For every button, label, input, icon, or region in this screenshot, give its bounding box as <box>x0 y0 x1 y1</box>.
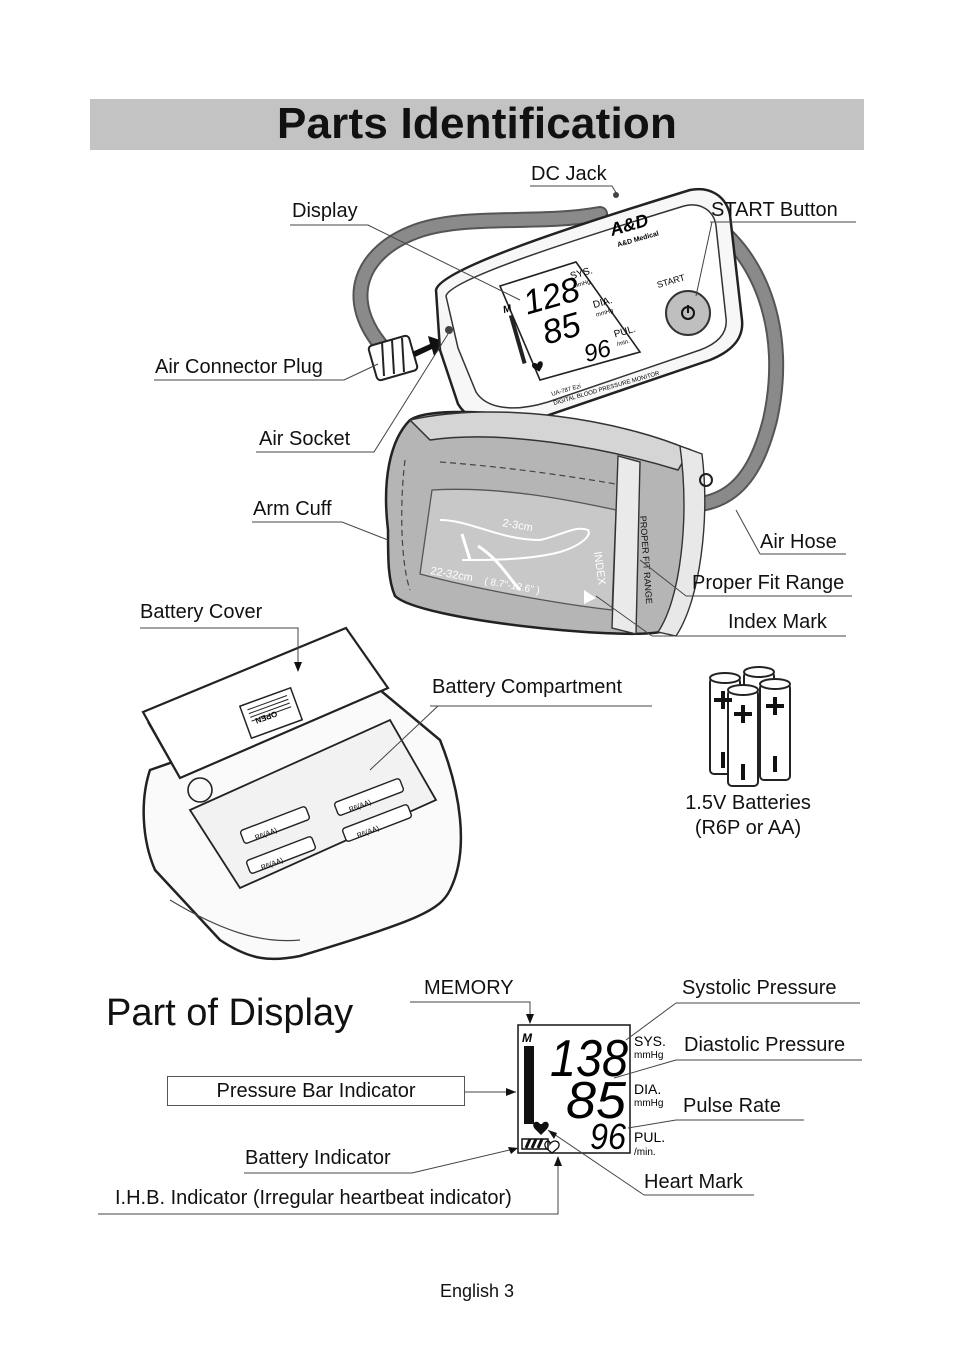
label-ihb-indicator: I.H.B. Indicator (Irregular heartbeat in… <box>115 1187 512 1209</box>
label-heart-mark: Heart Mark <box>644 1171 743 1193</box>
aa-batteries <box>709 666 791 787</box>
label-dc-jack: DC Jack <box>531 163 607 185</box>
label-battery-cover: Battery Cover <box>140 601 263 623</box>
label-air-hose: Air Hose <box>760 531 837 553</box>
label-index-mark: Index Mark <box>728 611 827 633</box>
label-battery-compartment: Battery Compartment <box>432 676 623 698</box>
label-display: Display <box>292 200 358 222</box>
lcd-memory-mark: M <box>522 1031 533 1045</box>
lcd-sys-label: SYS. <box>634 1033 666 1049</box>
arm-cuff <box>384 410 706 637</box>
label-air-socket: Air Socket <box>259 428 351 450</box>
page-footer: English 3 <box>439 1281 515 1301</box>
device-dia-label: DIA. <box>592 295 614 311</box>
device-pul-unit: /min. <box>616 339 630 348</box>
cuff-circ-text: 2-3cm <box>501 517 533 534</box>
label-diastolic-pressure: Diastolic Pressure <box>684 1034 846 1056</box>
label-memory: MEMORY <box>424 977 514 999</box>
title-banner <box>90 99 864 150</box>
lcd-dia-label: DIA. <box>634 1081 661 1097</box>
page-title: Parts Identification <box>276 99 678 148</box>
batteries-line1: 1.5V Batteries <box>685 792 811 814</box>
label-pulse-rate: Pulse Rate <box>683 1095 781 1117</box>
label-start-button: START Button <box>711 199 838 221</box>
device-heart-icon <box>532 361 543 372</box>
lcd-dia-unit: mmHg <box>634 1098 663 1109</box>
lcd-pul-unit: /min. <box>634 1147 656 1158</box>
battery-compartment-illustration <box>141 626 463 961</box>
lcd-sys-unit: mmHg <box>634 1050 663 1061</box>
lcd-dia-value: 85 <box>566 1072 627 1130</box>
leader-arrowheads <box>294 662 562 1166</box>
label-air-connector-plug: Air Connector Plug <box>155 356 323 378</box>
heart-mark-icon <box>533 1121 549 1135</box>
device-memory-mark: M <box>502 303 514 316</box>
lcd-pul-label: PUL. <box>634 1129 665 1145</box>
label-proper-fit-range: Proper Fit Range <box>692 572 845 594</box>
lcd-panel <box>517 1024 631 1154</box>
label-systolic-pressure: Systolic Pressure <box>682 977 837 999</box>
lcd-pul-value: 96 <box>590 1116 627 1157</box>
lcd-sys-value: 138 <box>550 1030 628 1088</box>
label-battery-indicator: Battery Indicator <box>245 1147 391 1169</box>
label-arm-cuff: Arm Cuff <box>253 498 332 520</box>
device-dia-unit: mmHg <box>595 308 614 319</box>
batteries-line2: (R6P or AA) <box>694 817 802 839</box>
ihb-icon <box>544 1140 560 1154</box>
device-sys-unit: mmHg <box>573 279 592 290</box>
cuff-index-text: INDEX <box>591 551 608 587</box>
batteries-caption: 1.5V Batteries (R6P or AA) <box>660 791 836 841</box>
section-title-display: Part of Display <box>106 992 354 1034</box>
label-pressure-bar-indicator: Pressure Bar Indicator <box>167 1076 465 1106</box>
